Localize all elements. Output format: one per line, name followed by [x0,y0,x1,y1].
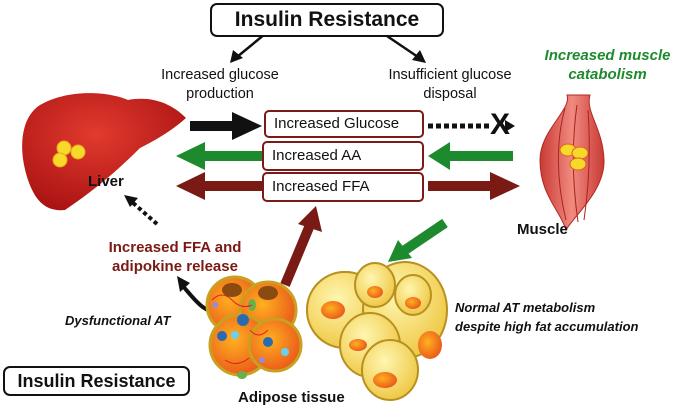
arrow-muscle-to-normal-at [388,218,448,262]
label-line: catabolism [568,66,647,83]
arrow-ir-to-production [230,33,266,63]
arrow-ffa-to-liver [176,172,263,200]
arrow-muscle-to-aa [428,142,513,170]
blocked-x-marker: X [490,108,511,141]
label-line: Increased muscle [544,47,671,64]
label-insufficient-glucose-disposal: Insufficient glucose disposal [370,66,530,104]
label-increased-muscle-catabolism: Increased muscle catabolism [530,46,685,84]
arrow-liver-to-glucose [190,112,262,140]
arrow-ir-to-disposal [383,32,426,63]
muscle-illustration [539,94,605,232]
arrow-adipose-to-ffa [280,206,322,287]
label-line: production [186,86,254,102]
label-line: despite high fat accumulation [455,319,639,334]
insulin-resistance-title-top: Insulin Resistance [210,3,444,37]
label-line: Normal AT metabolism [455,300,596,315]
box-increased-glucose: Increased Glucose [264,110,424,138]
label-liver: Liver [88,173,124,190]
normal-adipose-illustration [306,261,448,401]
box-increased-ffa: Increased FFA [262,172,424,202]
label-muscle: Muscle [517,221,568,238]
label-dysfunctional-at: Dysfunctional AT [65,313,171,328]
insulin-resistance-title-bottom: Insulin Resistance [3,366,190,396]
label-normal-at-metabolism: Normal AT metabolism despite high fat ac… [455,298,638,336]
label-line: Increased FFA and [108,239,242,256]
label-increased-glucose-production: Increased glucose production [140,66,300,104]
label-line: Insufficient glucose [388,67,512,83]
label-line: adipokine release [112,258,238,275]
label-line: disposal [423,86,477,102]
arrow-glucose-to-muscle-blocked [428,120,515,132]
label-line: Increased glucose [161,67,279,83]
dysfunctional-adipose-illustration [205,275,303,379]
box-increased-aa: Increased AA [262,141,424,171]
label-adipose-tissue: Adipose tissue [238,389,345,406]
arrow-aa-to-liver [176,142,263,170]
liver-illustration [22,93,186,211]
label-increased-ffa-adipokine-release: Increased FFA and adipokine release [95,238,255,276]
arrow-adipose-to-liver-dotted [124,195,159,226]
arrow-ffa-to-muscle [428,172,520,200]
